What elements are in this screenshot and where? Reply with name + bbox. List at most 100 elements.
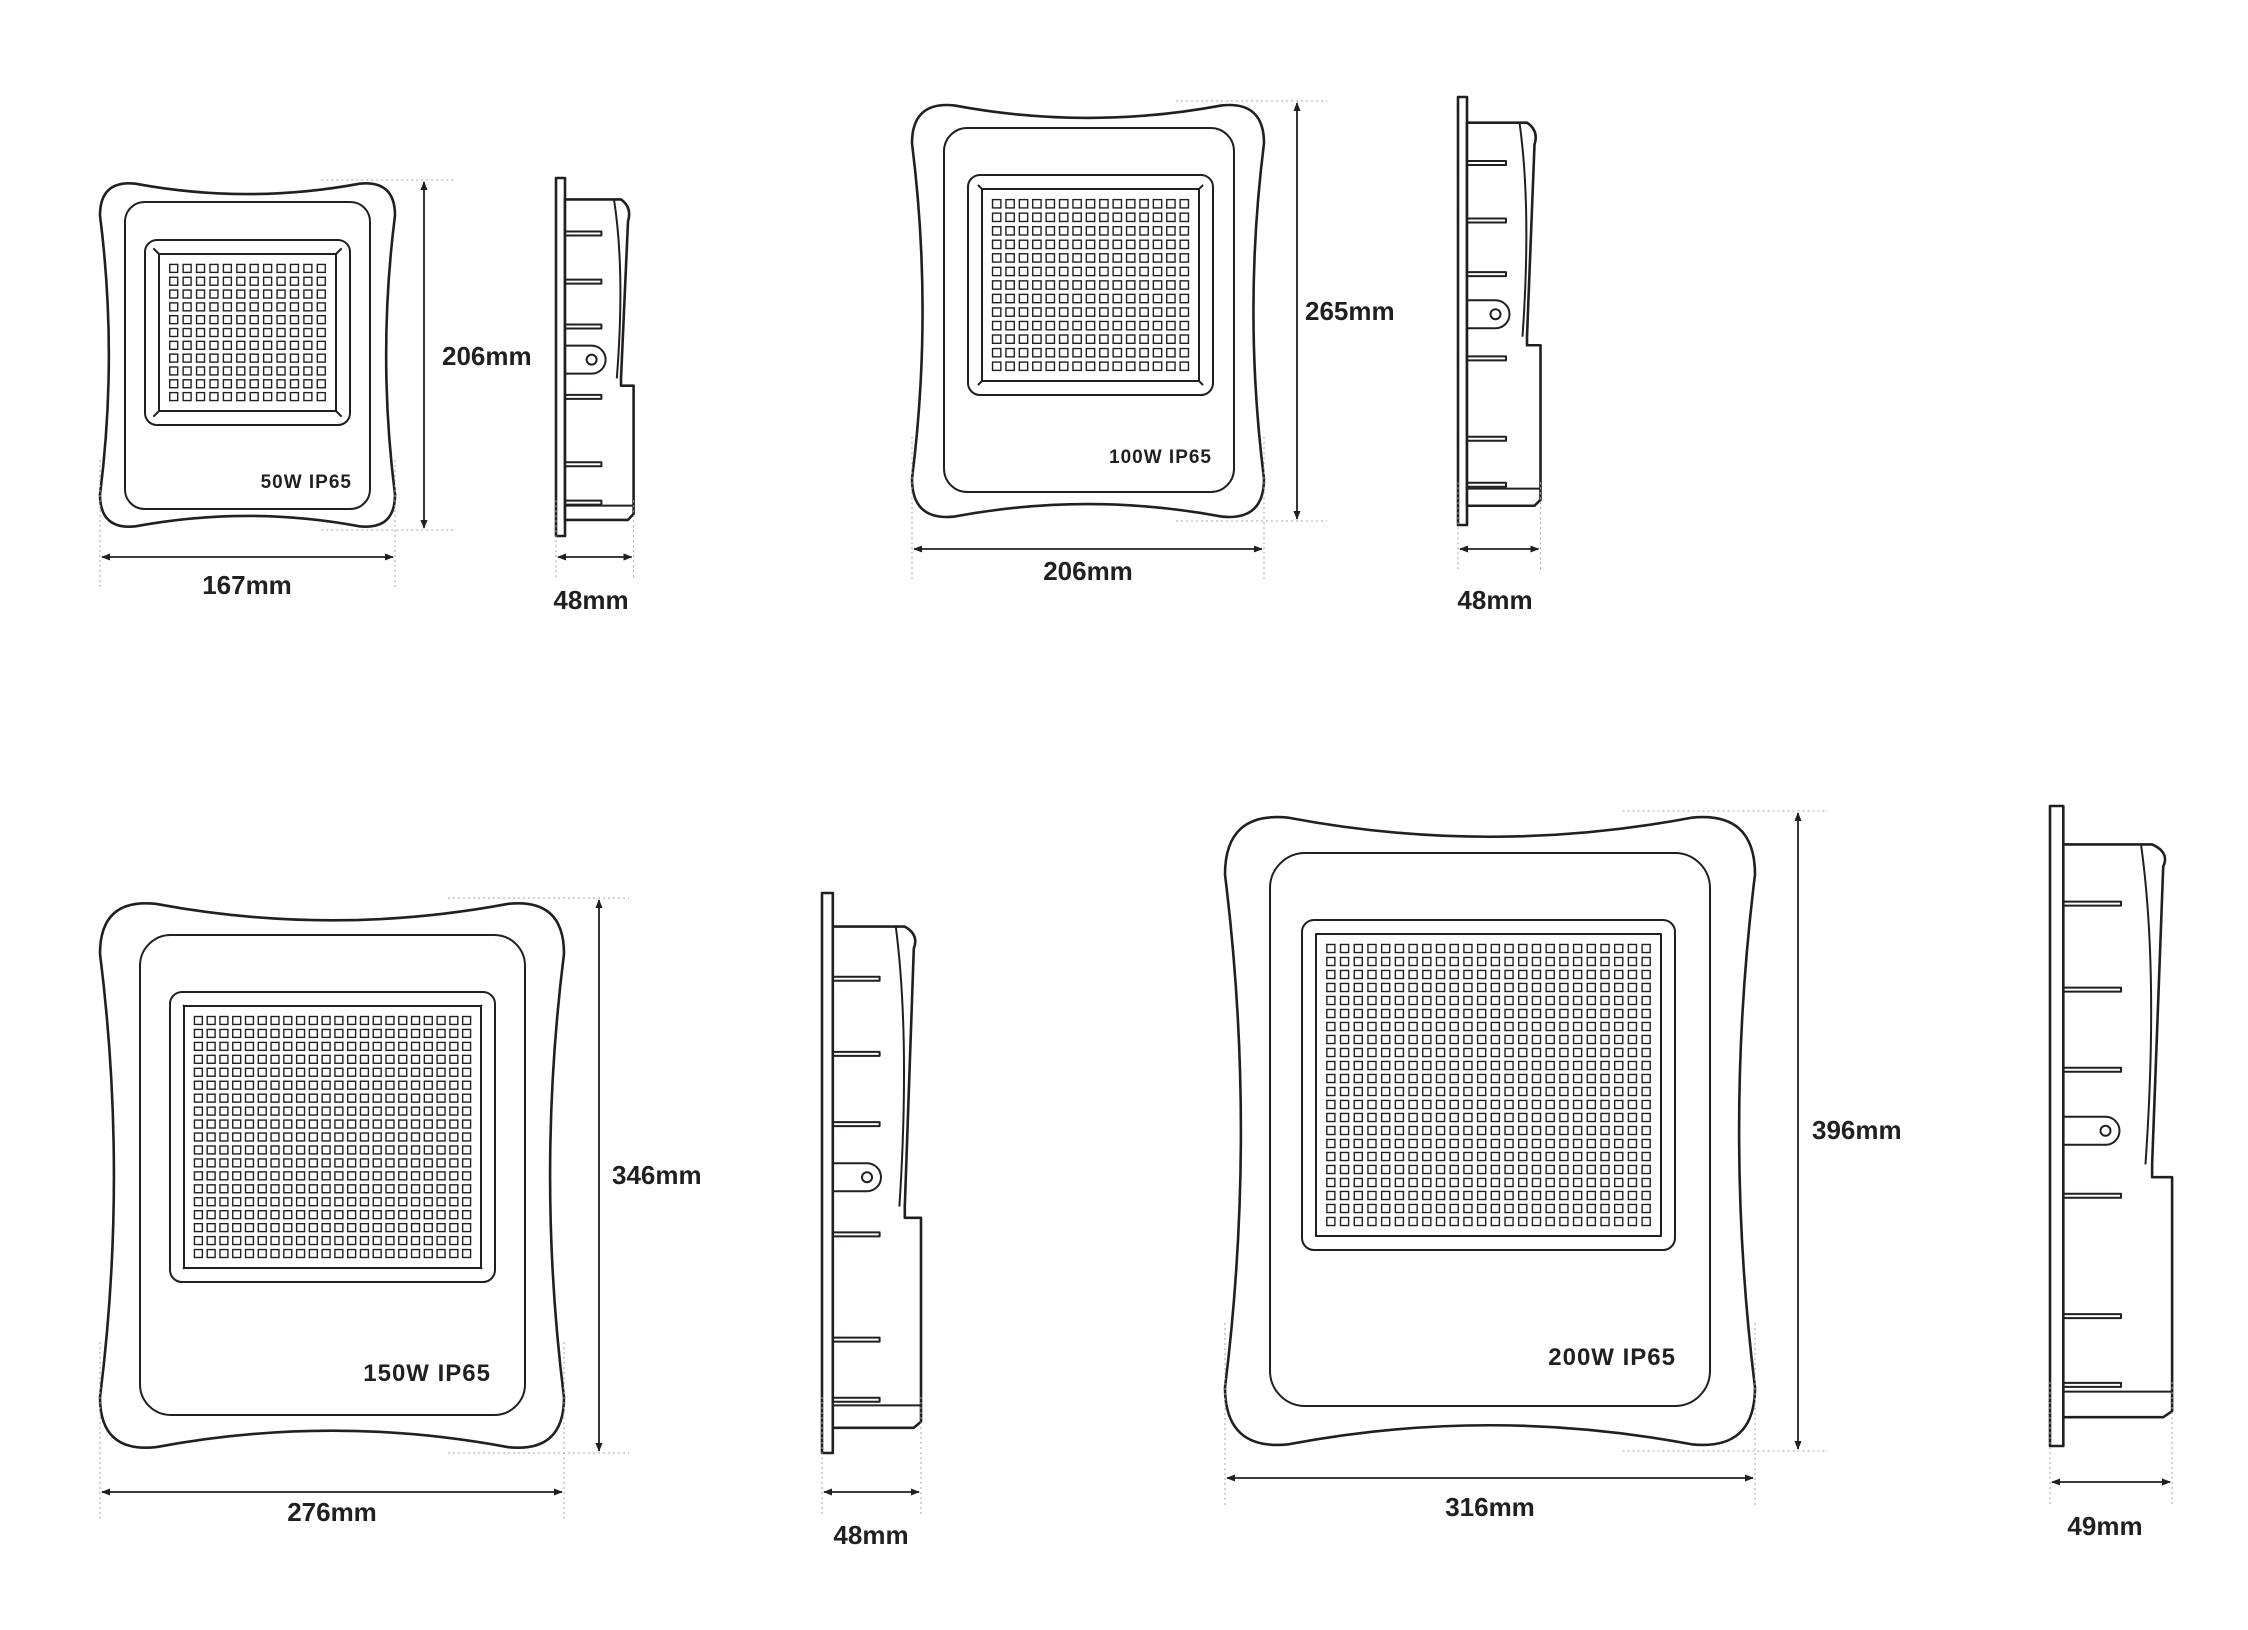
led-chip bbox=[398, 1080, 408, 1090]
led-chip bbox=[1166, 307, 1176, 317]
cooling-fin bbox=[2063, 986, 2123, 993]
led-chip bbox=[1045, 280, 1056, 290]
led-chip bbox=[1045, 239, 1056, 250]
led-chip bbox=[436, 1197, 446, 1207]
led-chip bbox=[1504, 956, 1514, 967]
led-chip bbox=[257, 1235, 267, 1246]
led-chip bbox=[1139, 307, 1149, 317]
led-chip bbox=[308, 1080, 319, 1090]
led-chip bbox=[1435, 1073, 1446, 1084]
led-chip bbox=[1490, 1021, 1501, 1032]
led-chip bbox=[219, 1054, 229, 1064]
led-chip bbox=[372, 1184, 382, 1194]
led-chip bbox=[1586, 1099, 1597, 1110]
led-chip bbox=[1490, 1190, 1501, 1201]
led-chip bbox=[346, 1248, 357, 1259]
led-chip bbox=[1504, 1021, 1514, 1032]
led-chip bbox=[270, 1106, 280, 1116]
led-chip bbox=[359, 1158, 370, 1168]
led-chip bbox=[303, 276, 313, 286]
led-chip bbox=[236, 315, 246, 325]
led-chip bbox=[1353, 1086, 1364, 1097]
led-chip bbox=[249, 379, 259, 389]
led-chip bbox=[1559, 1164, 1569, 1175]
led-chip bbox=[449, 1222, 459, 1233]
cooling-fin bbox=[832, 1336, 881, 1343]
led-chip bbox=[321, 1054, 331, 1064]
led-chip bbox=[222, 263, 233, 274]
led-chip bbox=[236, 276, 246, 286]
led-chip bbox=[1394, 1047, 1405, 1058]
led-chip bbox=[1032, 198, 1042, 209]
led-chip bbox=[1449, 1151, 1459, 1162]
led-chip bbox=[1463, 1008, 1473, 1019]
led-chip bbox=[1627, 1151, 1638, 1162]
led-chip bbox=[1018, 280, 1029, 290]
led-chip bbox=[1326, 1060, 1336, 1071]
led-chip bbox=[1326, 1138, 1336, 1149]
led-chip bbox=[461, 1015, 472, 1026]
led-chip bbox=[1435, 1112, 1446, 1123]
led-chip bbox=[436, 1119, 446, 1129]
led-chip bbox=[1518, 969, 1528, 980]
led-chip bbox=[1641, 1073, 1651, 1084]
led-chip bbox=[257, 1171, 267, 1181]
led-chip bbox=[270, 1132, 280, 1142]
led-chip bbox=[270, 1210, 280, 1220]
led-chip bbox=[1326, 1047, 1336, 1058]
led-chip bbox=[321, 1093, 331, 1103]
led-chip bbox=[1085, 361, 1096, 372]
model-label: 50W IP65 bbox=[261, 472, 352, 493]
led-chip bbox=[461, 1197, 472, 1207]
led-chip bbox=[1339, 1021, 1350, 1032]
led-chip bbox=[1449, 969, 1459, 980]
led-chip bbox=[244, 1145, 255, 1155]
led-chip bbox=[423, 1093, 433, 1103]
led-chip bbox=[1367, 943, 1377, 954]
led-chip bbox=[303, 263, 313, 274]
led-chip bbox=[169, 391, 179, 402]
led-chip bbox=[1586, 956, 1597, 967]
led-chip bbox=[206, 1210, 216, 1220]
side-view bbox=[820, 891, 923, 1455]
led-chip bbox=[1449, 943, 1459, 954]
led-chip bbox=[1518, 995, 1528, 1006]
led-panel-frame bbox=[967, 174, 1214, 396]
led-chip bbox=[1613, 1086, 1624, 1097]
led-chip bbox=[321, 1028, 331, 1039]
led-chip bbox=[1152, 198, 1163, 209]
led-chip bbox=[1504, 943, 1514, 954]
led-chip bbox=[1504, 1099, 1514, 1110]
led-chip bbox=[1408, 943, 1418, 954]
led-chip bbox=[1627, 982, 1638, 993]
front-view: 100W IP65 bbox=[910, 103, 1266, 519]
led-chip bbox=[449, 1119, 459, 1129]
led-chip bbox=[1408, 1060, 1418, 1071]
led-chip bbox=[1572, 1216, 1583, 1227]
led-chip bbox=[1641, 1138, 1651, 1149]
led-chip bbox=[1641, 1060, 1651, 1071]
led-chip bbox=[359, 1119, 370, 1129]
led-chip bbox=[182, 379, 192, 389]
led-chip bbox=[346, 1041, 357, 1052]
led-chip bbox=[321, 1210, 331, 1220]
led-chip bbox=[289, 379, 300, 389]
led-chip bbox=[1326, 1099, 1336, 1110]
led-chip bbox=[1435, 956, 1446, 967]
led-chip bbox=[1380, 1151, 1391, 1162]
led-chip bbox=[1112, 347, 1123, 358]
led-chip bbox=[1490, 956, 1501, 967]
led-chip bbox=[236, 302, 246, 312]
led-chip bbox=[1353, 1190, 1364, 1201]
led-chip bbox=[1339, 1177, 1350, 1188]
led-chip bbox=[270, 1197, 280, 1207]
led-chip bbox=[232, 1015, 242, 1026]
led-chip bbox=[1339, 1112, 1350, 1123]
led-chip bbox=[1559, 982, 1569, 993]
led-chip bbox=[1367, 1008, 1377, 1019]
led-chip bbox=[1032, 212, 1042, 223]
led-chip bbox=[1627, 1073, 1638, 1084]
led-chip bbox=[209, 391, 219, 402]
led-chip bbox=[334, 1080, 344, 1090]
